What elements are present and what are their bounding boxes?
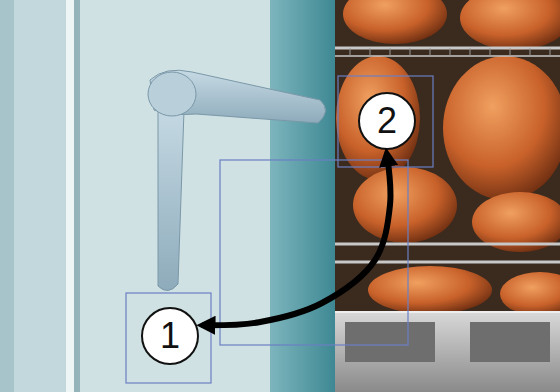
chicken (353, 167, 457, 243)
door-panel (0, 0, 335, 392)
tray-edge (335, 311, 560, 313)
chickens (336, 0, 560, 316)
highlight-frame (126, 293, 211, 383)
callout-circle: 2 (357, 91, 417, 151)
door-frame-highlight (66, 0, 74, 392)
door-frame (0, 0, 14, 392)
curved-arrow (204, 155, 390, 325)
rack-rail (335, 47, 560, 50)
tray-well (345, 322, 435, 362)
rack-rail (335, 243, 560, 246)
highlight-frames (126, 76, 433, 383)
door-handle (148, 70, 326, 290)
rack-wires (350, 48, 550, 56)
chicken (336, 56, 420, 180)
rack-rail (335, 261, 560, 264)
drip-trays (335, 312, 560, 392)
handle-hub (148, 72, 196, 116)
chicken (443, 56, 560, 200)
drip-tray (335, 312, 560, 392)
chicken (368, 266, 492, 314)
callout-number: 2 (357, 91, 417, 151)
callout-circle: 1 (140, 306, 200, 366)
highlight-frame (338, 76, 433, 167)
chicken (343, 0, 447, 44)
chicken (500, 272, 560, 316)
chicken (460, 0, 560, 50)
glass-edge (270, 0, 335, 392)
handle-grip (158, 104, 184, 291)
highlight-frame (220, 160, 408, 345)
oven-racks (335, 48, 560, 262)
callout-number: 1 (140, 306, 200, 366)
rack-rail (335, 55, 560, 57)
door-frame-shadow (74, 0, 80, 392)
door-frame (14, 0, 66, 392)
tray-well (470, 322, 550, 362)
